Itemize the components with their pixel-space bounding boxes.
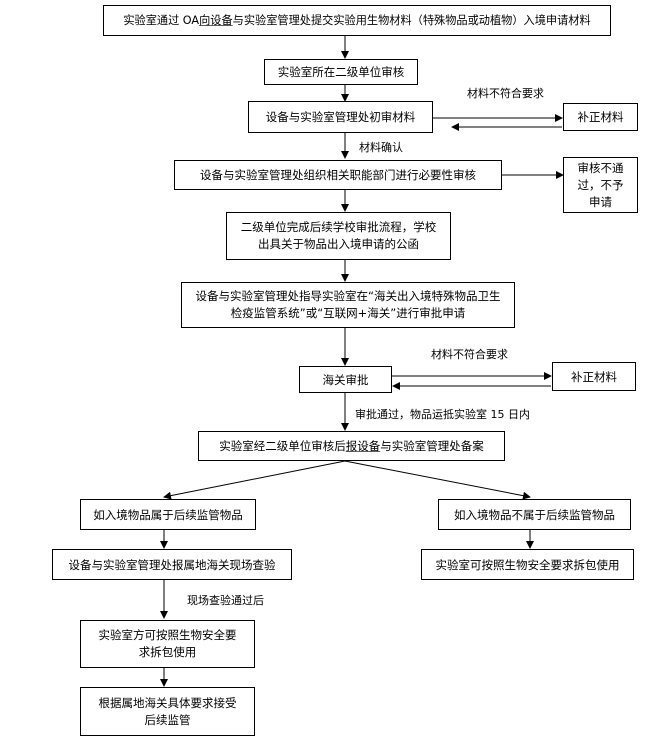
step-unpack-use-left: 实验室方可按照生物安全要求拆包使用 (80, 620, 255, 668)
step-review-rejected: 审核不通过，不予申请 (563, 157, 638, 213)
branch-not-supervised: 如入境物品不属于后续监管物品 (438, 499, 631, 530)
step-necessity-review: 设备与实验室管理处组织相关职能部门进行必要性审核 (174, 160, 502, 190)
step-filing: 实验室经二级单位审核后报设备与实验室管理处备案 (198, 431, 505, 461)
text-part: 与实验室管理处提交实验用生物材料（特殊物品或动植物）入境申请材料 (232, 13, 591, 27)
step-submit-application: 实验室通过 OA 向设备与实验室管理处提交实验用生物材料（特殊物品或动植物）入境… (103, 5, 611, 36)
step-supplement-2: 补正材料 (552, 362, 636, 391)
text-part: 实验室经二级单位审核后 (219, 439, 346, 453)
step-customs-approval: 海关审批 (299, 366, 392, 393)
label-rejected-1: 材料不符合要求 (467, 87, 544, 100)
text-part: 向设备 (199, 13, 233, 27)
step-subsequent-supervision: 根据属地海关具体要求接受后续监管 (80, 687, 255, 736)
label-inspection-passed: 现场查验通过后 (187, 594, 264, 607)
label-confirmed: 材料确认 (359, 141, 403, 154)
step-customs-application-guidance: 设备与实验室管理处指导实验室在“海关出入境特殊物品卫生检疫监管系统”或“互联网+… (181, 282, 515, 328)
label-rejected-2: 材料不符合要求 (431, 348, 508, 361)
step-initial-review: 设备与实验室管理处初审材料 (248, 101, 433, 133)
label-approved: 审批通过，物品运抵实验室 15 日内 (355, 408, 530, 421)
text-part: 报设备 (345, 439, 381, 453)
text-part: 实验室通过 OA (123, 13, 200, 27)
branch-supervised: 如入境物品属于后续监管物品 (80, 499, 256, 530)
text-part: 与实验室管理处备案 (380, 439, 484, 453)
step-onsite-inspection: 设备与实验室管理处报属地海关现场查验 (52, 549, 292, 580)
step-unpack-use-right: 实验室可按照生物安全要求拆包使用 (421, 549, 634, 580)
step-supplement-1: 补正材料 (563, 103, 638, 131)
step-school-approval: 二级单位完成后续学校审批流程，学校出具关于物品出入境申请的公函 (226, 212, 451, 260)
step-unit-review: 实验室所在二级单位审核 (264, 59, 418, 85)
